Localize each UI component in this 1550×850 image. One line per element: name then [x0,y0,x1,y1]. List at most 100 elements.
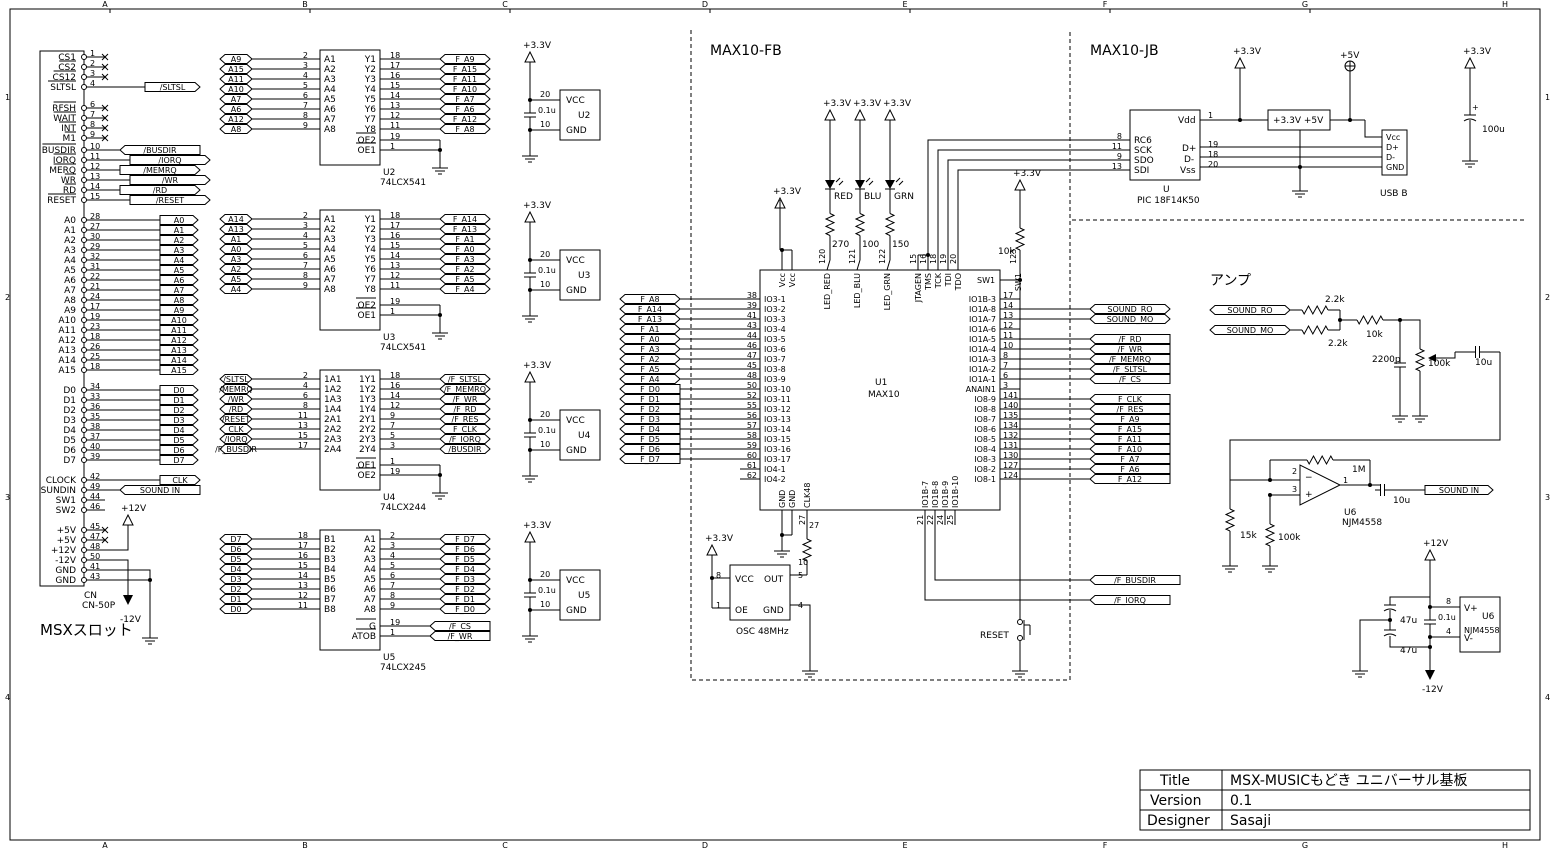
grid-col-label: C [502,841,508,850]
net-flag [159,475,201,485]
fpga-top-pin-num: 15 [909,254,918,264]
cap-polarity: + [1472,103,1479,112]
buffer-pin-name: A6 [324,105,336,115]
connector-pin-num: 22 [90,272,100,281]
connector-pin-name: SUNDIN [41,486,76,496]
fpga-top-pin-name: Vcc [778,273,787,287]
fpga-top-pin-name: SW1 [977,276,995,285]
fpga-pin-name: IO3-3 [764,315,786,324]
pic-body [1129,109,1201,181]
net-flag-label: A14 [228,215,244,224]
net-flag-label: D1 [230,595,241,604]
net-flag-label: /F_CS [1119,375,1141,384]
opamp-vplus: V+ [1464,604,1478,614]
max10-jb-label: MAX10-JB [1090,43,1159,59]
net-flag [439,114,491,124]
net-flag [1089,414,1171,424]
net-flag-label: F_A2 [640,355,659,364]
resistor [1301,304,1329,316]
supply-box [559,409,601,461]
fpga-bottom-pin-num: 27 [798,515,807,525]
osc-body [729,564,791,621]
net-flag-label: /RESET [156,196,184,205]
gnd-label: GND [566,286,587,296]
buffer-pin-num: 16 [390,381,400,390]
pin-circle [81,237,87,243]
net-flag [439,104,491,114]
pic-vss-pin: 20 [1208,160,1218,169]
fpga-pin-num: 127 [1003,461,1018,470]
buffer-pin-name: A3 [364,555,376,565]
pic-pin-num: 13 [1112,162,1122,171]
power-arrow [824,108,836,121]
buffer-pin-name: A6 [364,585,376,595]
buffer-pin-num: 1 [390,457,395,466]
grid-row-label: 1 [5,93,10,102]
pin-num: 10 [540,120,550,129]
connector-pin-name: WR [61,176,76,186]
net-flag [159,355,199,365]
wire [1389,596,1430,605]
grid-col-label: H [1502,841,1508,850]
connector-pin-num: 41 [90,562,100,571]
fpga-pin-num: 38 [747,291,757,300]
pin-circle [81,74,87,80]
amp-bias1: 15k [1240,531,1257,541]
connector-pin-num: 2 [90,59,95,68]
connector-pin-num: 42 [90,472,100,481]
buffer-pin-name: Y1 [364,215,376,225]
buffer-pin-num: 19 [390,467,400,476]
pin-circle [81,427,87,433]
net-flag-label: /F_RES [452,415,479,424]
power-arrow [1234,56,1246,69]
buffer-pin-name: Y3 [364,235,376,245]
fpga-pin-num: 56 [747,411,757,420]
usb-pin-name: D- [1386,153,1395,162]
unit-ref: U3 [578,271,590,281]
buffer-pin-num: 14 [298,571,308,580]
net-flag-label: F_A11 [453,75,477,84]
fpga-pin-name: IO3-12 [764,405,791,414]
pin-circle [81,64,87,70]
net-flag-label: D5 [173,436,184,445]
connector-pin-num: 4 [90,79,95,88]
net-flag-label: /WR [162,176,179,185]
pin-circle [81,307,87,313]
connector-pin-num: 8 [90,120,95,129]
net-flag-label: /F_CS [449,622,471,631]
buffer-ctrl-name: OE2 [358,301,377,311]
pic-ref: U [1163,185,1170,195]
net-flag [159,275,199,285]
buffer-pin-name: A4 [364,565,376,575]
connector-caption: MSXスロット [40,621,133,639]
net-flag [159,305,199,315]
buffer-pin-name: B2 [324,545,336,555]
connector-pin-name: GND [55,566,76,576]
pin-circle [81,157,87,163]
amp-feedback: 1M [1352,465,1366,475]
buffer-pin-num: 5 [390,431,395,440]
cap-value: 47u [1400,616,1417,626]
net-flag-label: D6 [230,545,241,554]
buffer-pin-num: 5 [303,241,308,250]
fpga-pin-num: 55 [747,401,757,410]
buffer-pin-num: 5 [303,81,308,90]
fpga-pin-name: IO3-14 [764,425,791,434]
pot-wiper [1428,354,1436,362]
power-label: +12V [1423,539,1449,549]
junction-dot [438,148,442,152]
pin-num: 10 [540,600,550,609]
connector-pin-name: +5V [57,536,77,546]
wire [1364,120,1382,138]
power-arrow [524,50,536,63]
wire [934,525,1090,581]
connector-pin-name: SLTSL [50,83,76,93]
net-flag [439,214,491,224]
power-arrow [706,543,718,556]
amp-out-cap: 10u [1393,496,1410,506]
osc-pin-oe: 1 [716,601,721,610]
net-flag-label: A9 [231,55,242,64]
supply-box [559,249,601,301]
amp-filter-cap: 2200p [1372,355,1401,365]
fpga-pin-name: IO8-7 [974,415,996,424]
